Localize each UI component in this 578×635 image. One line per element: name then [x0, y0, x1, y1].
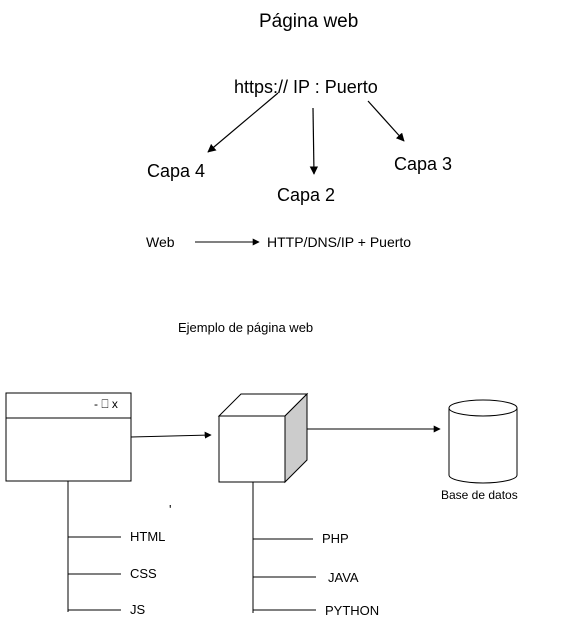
window-controls: - ⎕ x — [94, 397, 118, 411]
stray-mark: ' — [169, 502, 172, 517]
browser-item-html: HTML — [130, 529, 166, 544]
database-label: Base de datos — [441, 488, 518, 502]
arrow-to-capa4 — [207, 92, 279, 153]
label-capa2: Capa 2 — [277, 185, 336, 205]
arrow-browser-to-server — [130, 431, 212, 439]
browser-window — [5, 392, 132, 482]
page-title: Página web — [259, 11, 359, 32]
label-capa3: Capa 3 — [394, 154, 453, 174]
label-capa4: Capa 4 — [147, 161, 206, 181]
browser-item-js: JS — [130, 602, 146, 617]
database-cylinder — [448, 399, 518, 484]
server-item-java: JAVA — [328, 570, 359, 585]
browser-tree — [67, 481, 121, 612]
label-protocols: HTTP/DNS/IP + Puerto — [267, 234, 412, 250]
server-item-php: PHP — [322, 531, 349, 546]
label-web: Web — [146, 234, 175, 250]
server-tree — [252, 482, 316, 613]
server-item-python: PYTHON — [325, 603, 380, 618]
arrow-to-capa2 — [309, 107, 319, 175]
example-label: Ejemplo de página web — [178, 320, 314, 335]
arrow-to-capa3 — [367, 100, 405, 142]
server-cube — [217, 392, 309, 484]
browser-item-css: CSS — [130, 566, 157, 581]
url-text: https:// IP : Puerto — [234, 77, 378, 97]
